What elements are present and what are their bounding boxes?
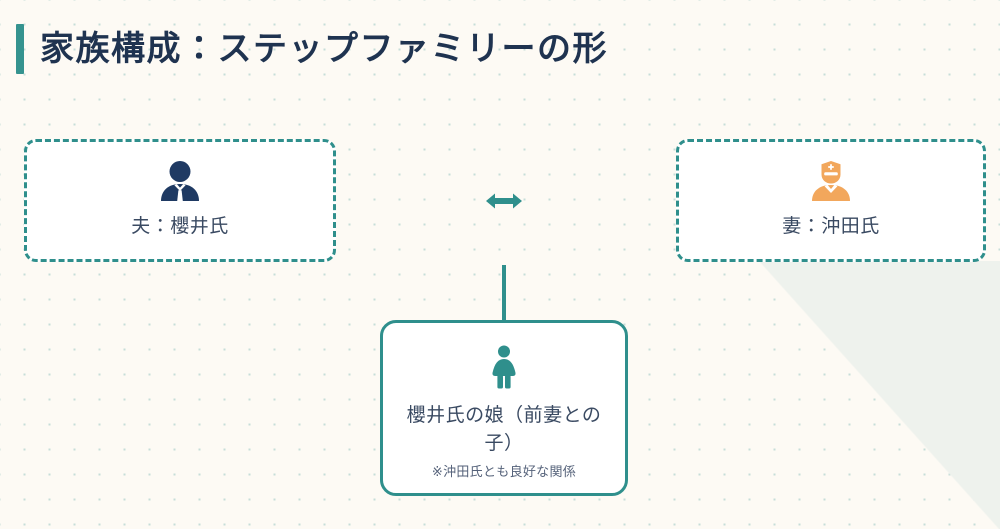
person-note-daughter: ※沖田氏とも良好な関係: [431, 464, 577, 480]
spouse-relation-arrow: [481, 184, 527, 218]
person-label-wife: 妻：沖田氏: [782, 216, 880, 238]
person-card-daughter[interactable]: 櫻井氏の娘（前妻との子） ※沖田氏とも良好な関係: [380, 320, 628, 496]
person-label-daughter: 櫻井氏の娘（前妻との子）: [406, 405, 602, 454]
girl-icon: [487, 345, 521, 394]
title-accent-bar: [16, 24, 24, 74]
person-card-wife[interactable]: 妻：沖田氏: [676, 139, 986, 262]
corner-wedge-decoration: [760, 261, 1000, 529]
page-title: 家族構成：ステップファミリーの形: [40, 30, 608, 68]
nurse-icon: [809, 160, 853, 207]
child-connector-line: [502, 265, 506, 322]
person-card-husband[interactable]: 夫：櫻井氏: [24, 139, 336, 262]
person-label-husband: 夫：櫻井氏: [131, 216, 229, 238]
title-row: 家族構成：ステップファミリーの形: [16, 24, 608, 74]
businessman-icon: [158, 160, 202, 207]
